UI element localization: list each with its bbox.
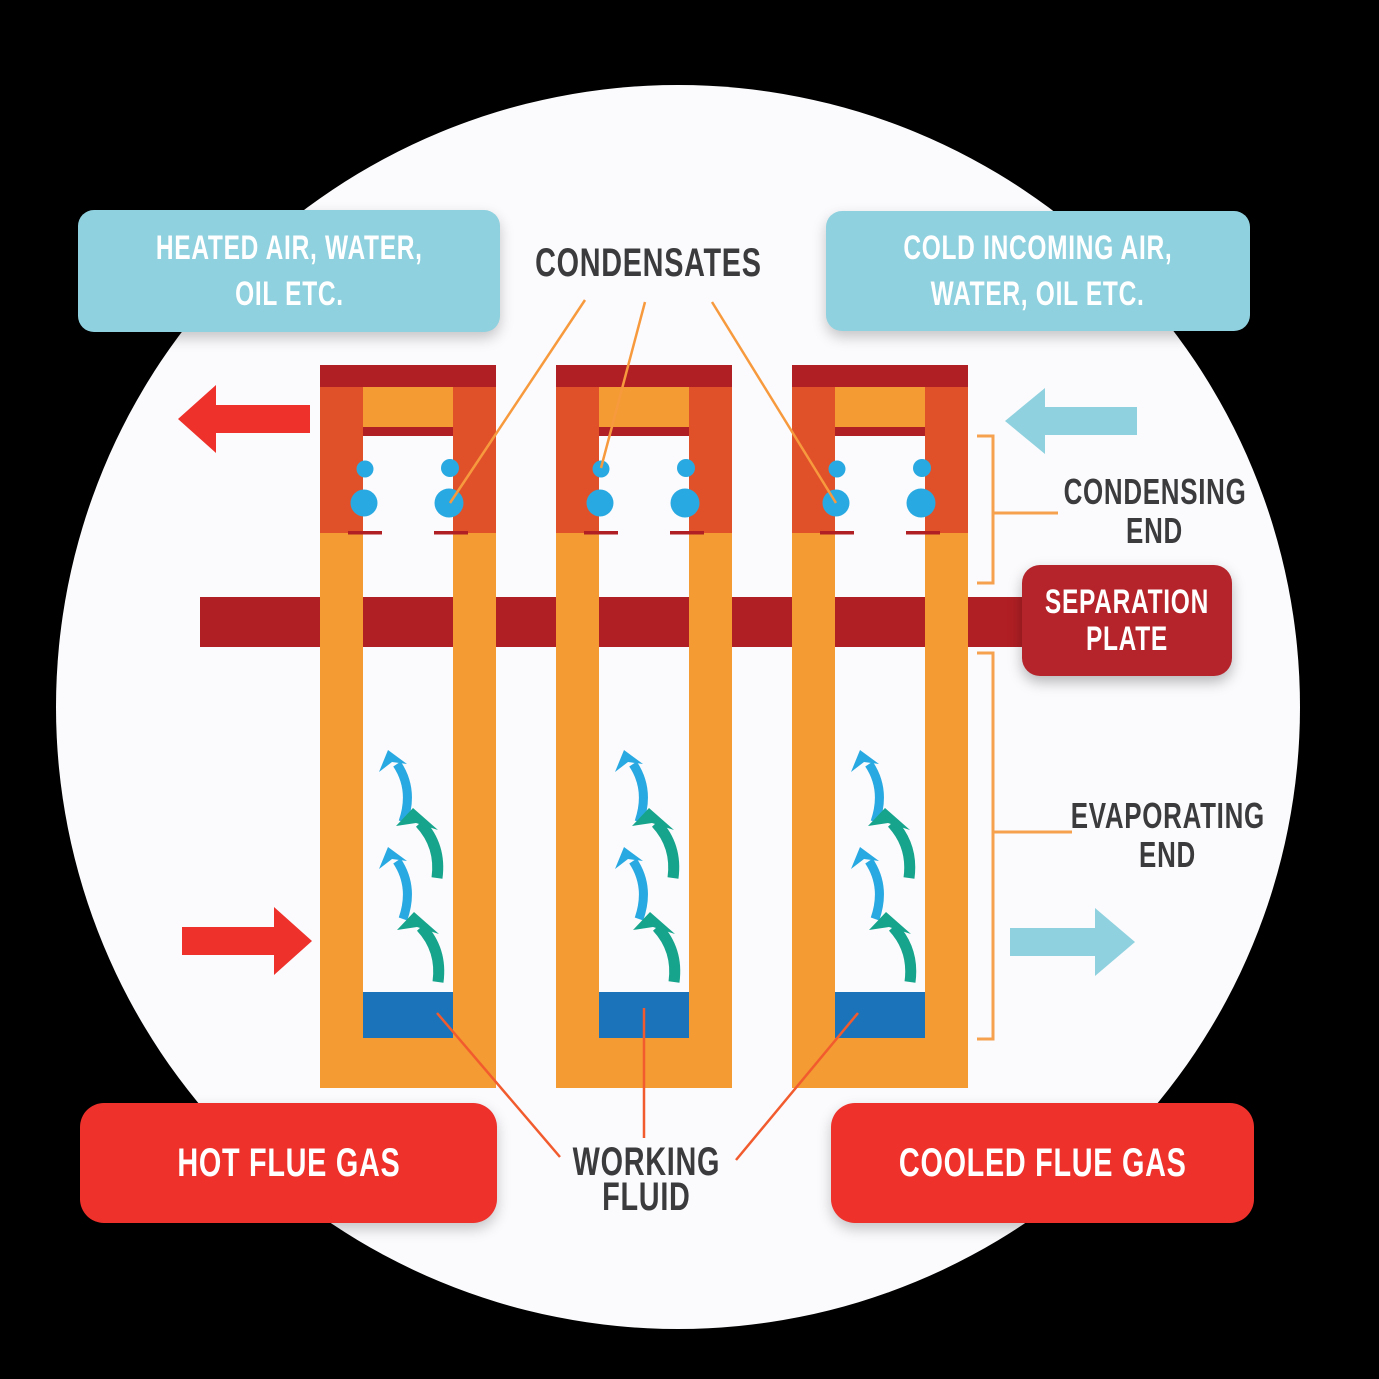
cold-inflow-arrow-icon xyxy=(1005,388,1137,454)
label-cold-incoming-box: COLD INCOMING AIR, WATER, OIL ETC. xyxy=(826,211,1250,331)
working-fluid-leader-line xyxy=(436,1012,561,1158)
label-heated-air-line1: HEATED AIR, WATER, xyxy=(155,229,423,267)
condensates-leader-line xyxy=(448,299,587,504)
label-condensates: CONDENSATES xyxy=(534,241,762,285)
label-hot-flue-gas-box: HOT FLUE GAS xyxy=(80,1103,497,1223)
hot-inflow-arrow-icon xyxy=(182,907,312,975)
label-cooled-flue-gas-box: COOLED FLUE GAS xyxy=(831,1103,1254,1223)
condensing-end-bracket xyxy=(977,434,995,585)
cooled-outflow-arrow-icon xyxy=(1010,908,1135,976)
label-heated-air-box: HEATED AIR, WATER, OIL ETC. xyxy=(78,210,500,332)
label-separation-plate-box: SEPARATION PLATE xyxy=(1022,565,1232,676)
label-working-fluid: WORKING FLUID xyxy=(572,1140,720,1219)
label-cold-incoming-line2: WATER, OIL ETC. xyxy=(931,275,1145,313)
label-evaporating-end: EVAPORATING END xyxy=(1070,795,1266,875)
condensates-leader-line xyxy=(710,301,838,504)
evaporating-end-bracket xyxy=(977,651,995,1041)
label-heated-air-line2: OIL ETC. xyxy=(234,275,344,313)
label-condensing-end: CONDENSING END xyxy=(1063,471,1247,551)
heated-outflow-arrow-icon xyxy=(178,385,310,453)
condensates-leader-line xyxy=(599,301,647,469)
label-cold-incoming-line1: COLD INCOMING AIR, xyxy=(903,229,1173,267)
working-fluid-leader-line xyxy=(735,1012,859,1161)
heat-pipe-2 xyxy=(556,365,732,1088)
